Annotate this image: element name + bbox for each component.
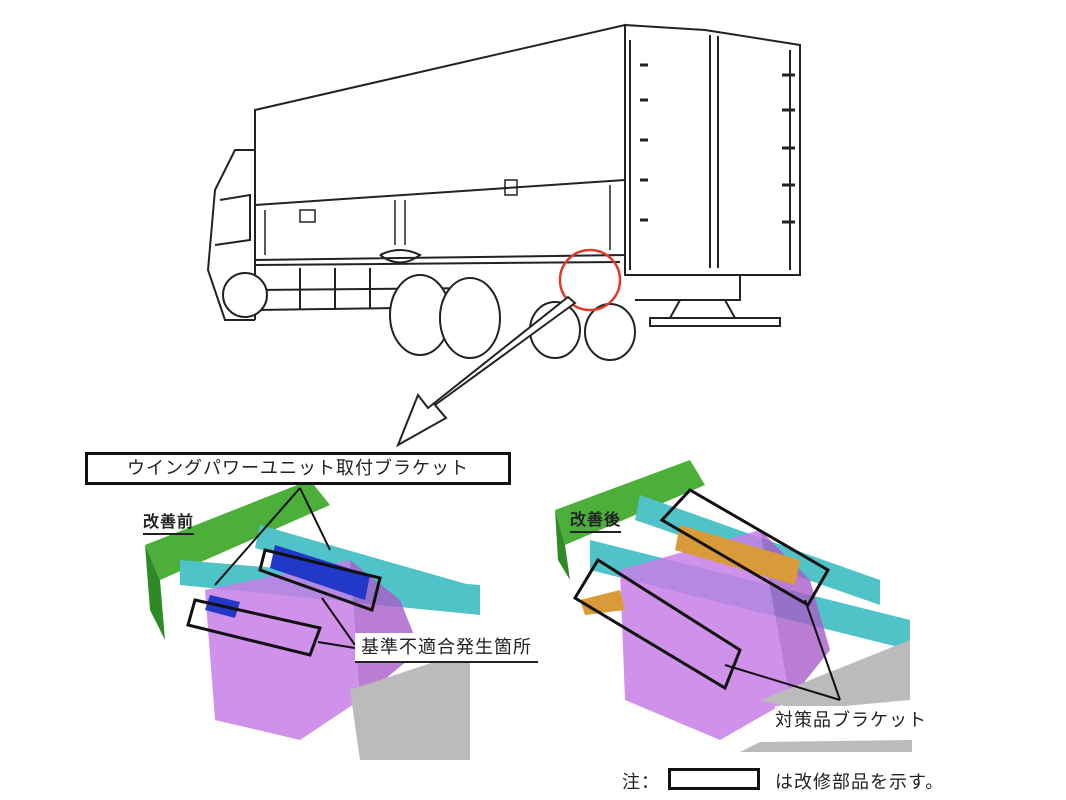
note-prefix: 注： [622,772,660,793]
after-label: 改善後 [570,506,622,533]
countermeasure-bracket-label: 対策品ブラケット [775,706,927,732]
before-label: 改善前 [143,508,195,535]
highlight-circle [558,248,622,312]
zoom-arrow [396,295,577,448]
truck-illustration [206,23,801,361]
defect-location-label: 基準不適合発生箇所 [355,633,538,663]
after-illustration [555,460,910,740]
legend-box-sample [668,768,760,790]
before-illustration [145,480,480,760]
bracket-name-label: ウイングパワーユニット取付ブラケット [85,452,511,485]
note-text: は改修部品を示す。 [775,772,945,793]
